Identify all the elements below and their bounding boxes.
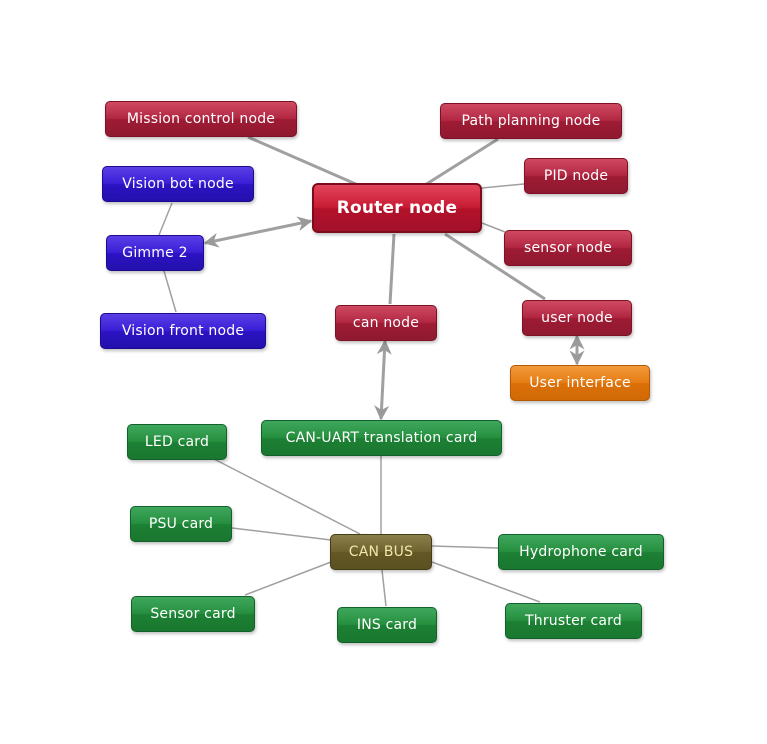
edge-user-router: [444, 232, 546, 301]
card-hydrophone[interactable]: Hydrophone card: [498, 534, 664, 570]
card-can-uart[interactable]: CAN-UART translation card: [261, 420, 502, 456]
edge-cannode-canuart: [374, 339, 392, 421]
node-gimme-2[interactable]: Gimme 2: [106, 235, 204, 271]
card-led[interactable]: LED card: [127, 424, 227, 460]
edge-sensor-router: [481, 222, 506, 233]
node-can[interactable]: can node: [335, 305, 437, 341]
card-psu[interactable]: PSU card: [130, 506, 232, 542]
edge-mission-router: [247, 135, 359, 187]
node-user[interactable]: user node: [522, 300, 632, 336]
can-bus[interactable]: CAN BUS: [330, 534, 432, 570]
edge-thruster-bus: [431, 561, 541, 603]
node-sensor[interactable]: sensor node: [504, 230, 632, 266]
edge-sensorcard-bus: [244, 561, 332, 596]
node-mission-control[interactable]: Mission control node: [105, 101, 297, 137]
card-thruster[interactable]: Thruster card: [505, 603, 642, 639]
card-ins[interactable]: INS card: [337, 607, 437, 643]
edge-psu-bus: [231, 527, 332, 541]
edge-hydrophone-bus: [431, 545, 499, 549]
edge-visionbot-gimme: [158, 202, 173, 236]
node-path-planning[interactable]: Path planning node: [440, 103, 622, 139]
edge-pid-router: [481, 183, 525, 189]
node-user-interface[interactable]: User interface: [510, 365, 650, 401]
node-vision-bot[interactable]: Vision bot node: [102, 166, 254, 202]
edge-can-router: [388, 233, 396, 305]
edge-visionfront-gimme: [163, 270, 177, 313]
node-pid[interactable]: PID node: [524, 158, 628, 194]
edge-led-bus: [213, 458, 361, 535]
node-router[interactable]: Router node: [312, 183, 482, 233]
node-vision-front[interactable]: Vision front node: [100, 313, 266, 349]
edge-path-router: [424, 137, 499, 187]
edge-gimme-router: [203, 216, 313, 248]
edge-ins-bus: [381, 569, 387, 607]
card-sensor[interactable]: Sensor card: [131, 596, 255, 632]
